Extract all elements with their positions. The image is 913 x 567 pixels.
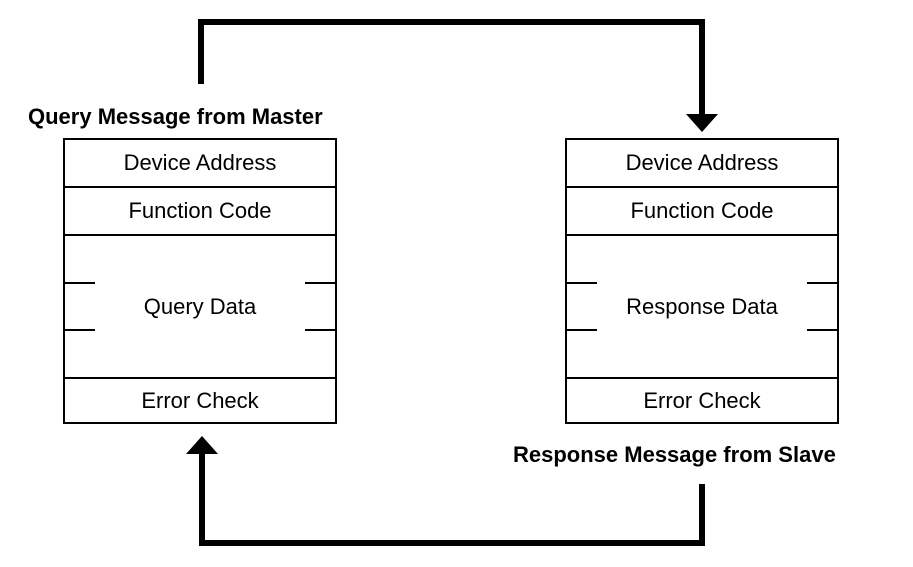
- query-heading: Query Message from Master: [28, 104, 323, 129]
- query-data-label: Query Data: [143, 293, 257, 319]
- response-error-check: Error Check: [567, 379, 837, 422]
- response-data-label: Response Data: [626, 293, 778, 319]
- response-data-break-left-top: [567, 282, 597, 284]
- response-error-check-label: Error Check: [643, 387, 761, 413]
- response-device-address: Device Address: [567, 140, 837, 188]
- query-error-check: Error Check: [65, 379, 335, 422]
- query-data-break-left-top: [65, 282, 95, 284]
- query-function-code: Function Code: [65, 188, 335, 236]
- slave-to-master-arrowhead: [186, 436, 218, 454]
- response-data-break-right-top: [807, 282, 837, 284]
- response-device-address-label: Device Address: [625, 150, 779, 175]
- response-data: Response Data: [567, 236, 837, 379]
- query-data-break-right-bottom: [305, 329, 335, 331]
- query-message-frame: Device Address Function Code Query Data …: [63, 138, 337, 424]
- response-function-code: Function Code: [567, 188, 837, 236]
- response-function-code-label: Function Code: [630, 198, 774, 223]
- master-to-slave-arrowhead: [686, 114, 718, 132]
- response-message-frame: Device Address Function Code Response Da…: [565, 138, 839, 424]
- query-device-address-label: Device Address: [123, 150, 277, 175]
- response-data-break-right-bottom: [807, 329, 837, 331]
- query-data-break-right-top: [305, 282, 335, 284]
- query-function-code-label: Function Code: [128, 198, 272, 223]
- response-heading: Response Message from Slave: [513, 442, 836, 467]
- response-data-break-left-bottom: [567, 329, 597, 331]
- query-data-break-left-bottom: [65, 329, 95, 331]
- slave-to-master-arrow: [199, 452, 705, 546]
- query-data: Query Data: [65, 236, 335, 379]
- query-error-check-label: Error Check: [141, 387, 259, 413]
- query-device-address: Device Address: [65, 140, 335, 188]
- master-to-slave-arrow: [198, 19, 705, 116]
